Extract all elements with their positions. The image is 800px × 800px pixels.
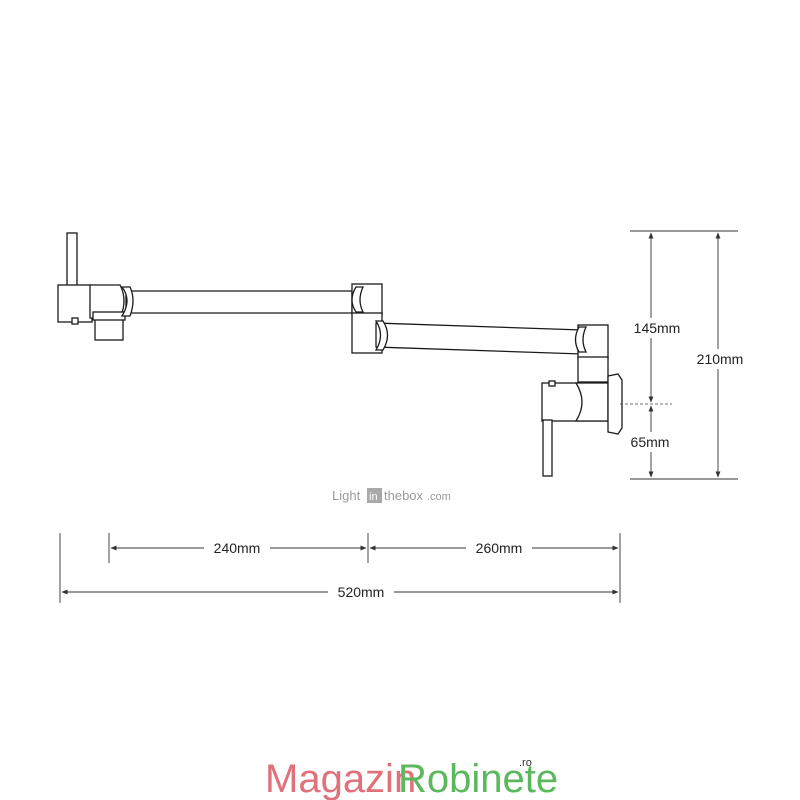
watermark-text-light: Light xyxy=(332,488,361,503)
dim-label-width-right: 260mm xyxy=(476,540,523,556)
vertical-dimensions: 145mm 65mm 210mm xyxy=(620,230,752,480)
dim-label-bg xyxy=(328,582,394,602)
horizontal-dimensions: 240mm 260mm 520mm xyxy=(59,533,621,603)
dim-label-bg xyxy=(625,318,689,338)
watermark-box xyxy=(367,488,382,503)
dim-label-height-lower: 65mm xyxy=(631,434,670,450)
dim-label-bg xyxy=(204,538,270,558)
dim-label-bg xyxy=(623,432,679,452)
dim-label-height-upper: 145mm xyxy=(634,320,681,336)
pot-filler-faucet-drawing xyxy=(57,232,623,477)
dim-label-width-left: 240mm xyxy=(214,540,261,556)
magazinrobinete-logo: Magazin Robinete .ro xyxy=(265,757,558,800)
lightinthebox-watermark: Light in thebox .com xyxy=(332,488,451,503)
logo-text-suffix: .ro xyxy=(519,757,532,769)
dim-label-bg xyxy=(688,349,752,369)
dim-label-bg xyxy=(466,538,532,558)
dim-label-height-total: 210mm xyxy=(697,351,744,367)
dim-label-width-total: 520mm xyxy=(338,584,385,600)
watermark-text-in: in xyxy=(369,491,378,503)
logo-text-robinete: Robinete xyxy=(398,757,558,800)
watermark-text-com: .com xyxy=(427,491,451,503)
logo-text-magazin: Magazin xyxy=(265,757,416,800)
watermark-text-thebox: thebox xyxy=(384,488,424,503)
